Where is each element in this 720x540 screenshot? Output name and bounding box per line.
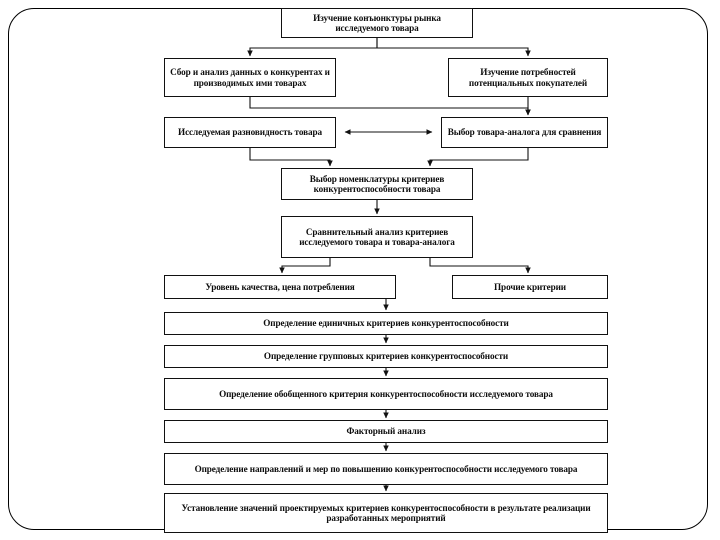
node-label: Сбор и анализ данных о конкурентах и про… xyxy=(170,67,330,88)
node-label: Установление значений проектируемых крит… xyxy=(181,502,591,523)
node-improvement-directions[interactable]: Определение направлений и мер по повышен… xyxy=(164,453,608,485)
node-single-criteria[interactable]: Определение единичных критериев конкурен… xyxy=(164,312,608,335)
edge-compare-quality xyxy=(279,258,331,274)
edge-compare-other xyxy=(429,258,531,274)
node-label: Определение обобщенного критерия конкуре… xyxy=(219,388,553,399)
node-label: Определение групповых критериев конкурен… xyxy=(263,351,509,362)
node-label: Исследуемая разновидность товара xyxy=(178,127,322,138)
node-group-criteria[interactable]: Определение групповых критериев конкурен… xyxy=(164,345,608,368)
node-label: Прочие критерии xyxy=(494,281,566,292)
node-label: Сравнительный анализ критериев исследуем… xyxy=(299,226,455,247)
node-label: Определение направлений и мер по повышен… xyxy=(194,463,578,474)
edge-variety-nomencl xyxy=(249,148,333,167)
node-generalized-criterion[interactable]: Определение обобщенного критерия конкуре… xyxy=(164,378,608,410)
node-criteria-nomenclature[interactable]: Выбор номенклатуры критериев конкурентос… xyxy=(281,168,473,200)
node-label: Уровень качества, цена потребления xyxy=(205,281,355,292)
node-quality-level-price[interactable]: Уровень качества, цена потребления xyxy=(164,275,396,299)
node-label: Факторный анализ xyxy=(346,426,426,437)
node-comparative-analysis[interactable]: Сравнительный анализ критериев исследуем… xyxy=(281,216,473,258)
node-label: Выбор номенклатуры критериев конкурентос… xyxy=(309,173,445,194)
node-label: Выбор товара-аналога для сравнения xyxy=(447,127,602,138)
edge-market-needs xyxy=(376,38,531,57)
node-market-research[interactable]: Изучение конъюнктуры рынка исследуемого … xyxy=(281,8,473,38)
node-studied-product-variety[interactable]: Исследуемая разновидность товара xyxy=(164,117,336,148)
node-buyer-needs-study[interactable]: Изучение потребностей потенциальных поку… xyxy=(448,58,608,97)
node-analog-product-selection[interactable]: Выбор товара-аналога для сравнения xyxy=(441,117,608,148)
edge-competitors-analog xyxy=(249,97,531,116)
node-competitor-data-collection[interactable]: Сбор и анализ данных о конкурентах и про… xyxy=(164,58,336,97)
node-factor-analysis[interactable]: Факторный анализ xyxy=(164,420,608,443)
edge-analog-nomencl xyxy=(427,148,529,167)
node-label: Определение единичных критериев конкурен… xyxy=(263,318,509,329)
node-other-criteria[interactable]: Прочие критерии xyxy=(452,275,608,299)
node-label: Изучение конъюнктуры рынка исследуемого … xyxy=(313,12,441,33)
node-projected-criteria-values[interactable]: Установление значений проектируемых крит… xyxy=(164,493,608,533)
edge-market-competitors xyxy=(247,38,378,57)
node-label: Изучение потребностей потенциальных поку… xyxy=(468,67,588,88)
